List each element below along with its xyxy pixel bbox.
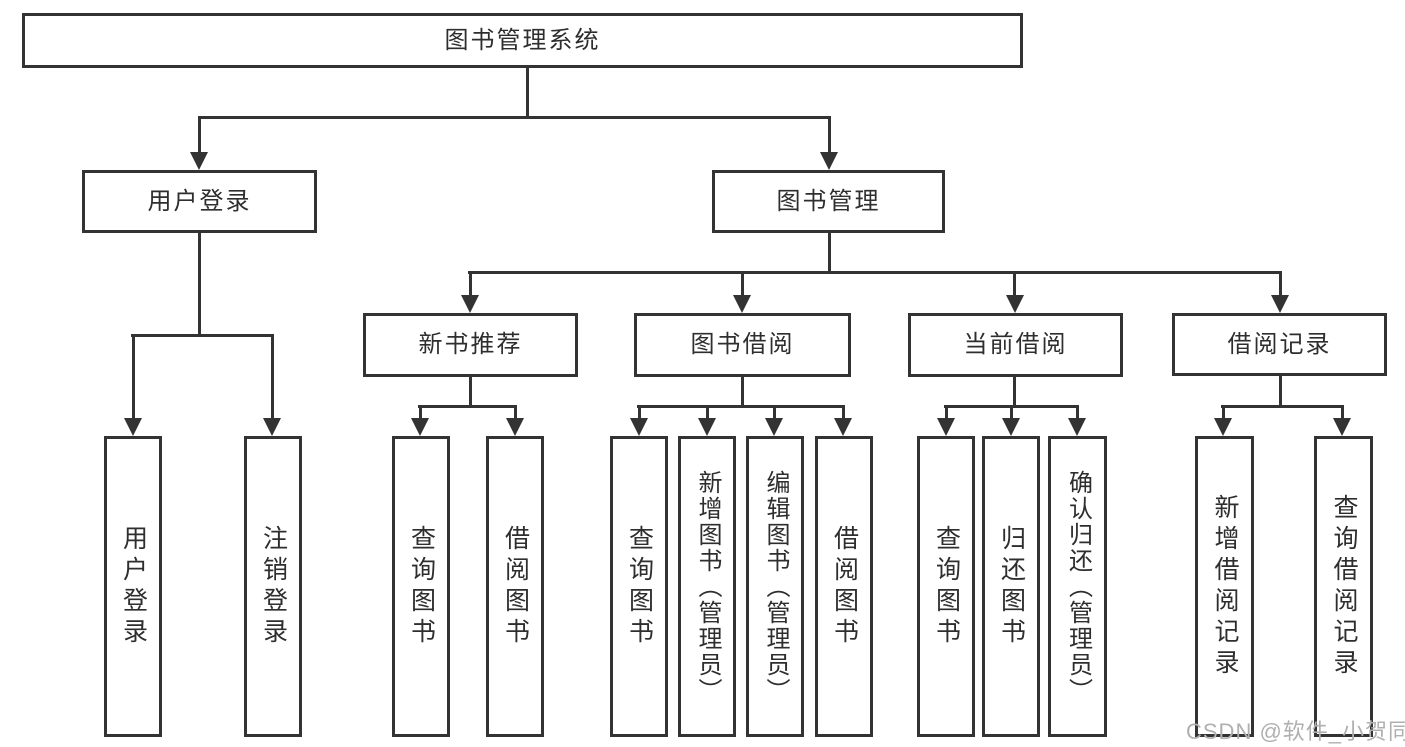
edge-to-leaf-stem [1341, 405, 1344, 420]
arrow-down-icon [937, 418, 955, 436]
leaf-add-books-admin: 新增图书（管理员） [678, 436, 736, 737]
arrow-down-icon [834, 418, 852, 436]
arrow-down-icon [1006, 295, 1024, 313]
leaf-borrow-books-recommend: 借阅图书 [486, 436, 544, 737]
edge-new-books-children-hline [418, 405, 516, 408]
csdn-watermark: CSDN @软件_小贺同学 [1186, 719, 1405, 744]
node-label: 新增借阅记录 [1211, 493, 1239, 680]
edge-to-borrow-records-stem [1279, 271, 1282, 297]
edge-to-leaf-stem [638, 405, 641, 420]
node-borrowing-records: 借阅记录 [1172, 313, 1387, 376]
arrow-down-icon [733, 295, 751, 313]
edge-user-login-children-hline [131, 334, 274, 337]
edge-current-borrow-stem [1013, 377, 1016, 408]
arrow-down-icon [506, 418, 524, 436]
node-label: 确认归还（管理员） [1064, 469, 1092, 704]
edge-to-book-mgmt-stem [828, 116, 831, 154]
node-label: 用户登录 [147, 187, 252, 215]
arrow-down-icon [461, 295, 479, 313]
leaf-borrow-books-borrowing: 借阅图书 [815, 436, 873, 737]
node-label: 图书借阅 [690, 331, 795, 358]
node-label: 查询图书 [625, 524, 654, 649]
arrow-down-icon [1333, 418, 1351, 436]
leaf-query-books-borrowing: 查询图书 [610, 436, 668, 737]
edge-to-user-login-stem [198, 116, 201, 154]
arrow-down-icon [124, 418, 142, 436]
edge-to-leaf-stem [514, 405, 517, 420]
leaf-logout: 注销登录 [244, 436, 302, 737]
edge-book-borrow-stem [741, 377, 744, 408]
node-label: 图书管理系统 [444, 26, 601, 54]
node-label: 当前借阅 [963, 331, 1068, 358]
edge-to-current-borrow-stem [1013, 271, 1016, 297]
node-new-book-recommend: 新书推荐 [363, 313, 578, 377]
arrow-down-icon [630, 418, 648, 436]
leaf-add-borrow-record: 新增借阅记录 [1195, 436, 1254, 737]
edge-to-leaf-stem [1010, 405, 1013, 420]
edge-to-leaf-stem [706, 405, 709, 420]
leaf-query-books-current: 查询图书 [917, 436, 975, 737]
arrow-down-icon [765, 418, 783, 436]
arrow-down-icon [1271, 295, 1289, 313]
leaf-confirm-return-admin: 确认归还（管理员） [1048, 436, 1107, 737]
arrow-down-icon [190, 152, 208, 170]
node-label: 查询图书 [407, 524, 436, 649]
node-label: 用户登录 [119, 524, 148, 649]
node-label: 查询借阅记录 [1330, 493, 1358, 680]
edge-to-leaf-stem [1222, 405, 1225, 420]
edge-book-mgmt-stem [828, 233, 831, 274]
edge-book-mgmt-children-hline [468, 271, 1281, 274]
leaf-query-books-recommend: 查询图书 [392, 436, 450, 737]
arrow-down-icon [698, 418, 716, 436]
arrow-down-icon [1214, 418, 1232, 436]
leaf-edit-books-admin: 编辑图书（管理员） [746, 436, 804, 737]
edge-to-leaf-stem [271, 334, 274, 420]
edge-borrow-records-stem [1279, 376, 1282, 408]
node-user-login: 用户登录 [82, 170, 317, 233]
node-label: 归还图书 [997, 524, 1026, 649]
edge-root-stem [526, 68, 529, 118]
node-book-management: 图书管理 [712, 170, 945, 233]
edge-to-leaf-stem [132, 334, 135, 420]
edge-borrow-records-children-hline [1221, 405, 1344, 408]
edge-book-borrow-children-hline [637, 405, 845, 408]
arrow-down-icon [1068, 418, 1086, 436]
edge-to-leaf-stem [419, 405, 422, 420]
edge-to-book-borrow-stem [741, 271, 744, 297]
edge-new-books-stem [469, 377, 472, 408]
arrow-down-icon [411, 418, 429, 436]
node-label: 借阅记录 [1227, 330, 1332, 358]
leaf-return-books: 归还图书 [982, 436, 1040, 737]
node-root-library-system: 图书管理系统 [22, 13, 1023, 68]
arrow-down-icon [1002, 418, 1020, 436]
edge-to-new-books-stem [469, 271, 472, 297]
arrow-down-icon [263, 418, 281, 436]
node-label: 借阅图书 [830, 524, 859, 649]
node-book-borrowing: 图书借阅 [634, 313, 851, 377]
edge-to-leaf-stem [1076, 405, 1079, 420]
node-label: 图书管理 [776, 187, 881, 215]
node-current-borrowing: 当前借阅 [908, 313, 1123, 377]
edge-to-leaf-stem [842, 405, 845, 420]
edge-to-leaf-stem [945, 405, 948, 420]
edge-root-children-hline [198, 116, 831, 119]
node-label: 新书推荐 [418, 331, 523, 358]
node-label: 借阅图书 [501, 524, 530, 649]
edge-to-leaf-stem [773, 405, 776, 420]
node-label: 编辑图书（管理员） [762, 469, 789, 704]
node-label: 注销登录 [259, 524, 288, 649]
leaf-query-borrow-record: 查询借阅记录 [1314, 436, 1373, 737]
edge-user-login-stem [198, 233, 201, 337]
arrow-down-icon [820, 152, 838, 170]
leaf-user-login: 用户登录 [104, 436, 162, 737]
node-label: 查询图书 [932, 524, 961, 649]
node-label: 新增图书（管理员） [694, 469, 721, 704]
